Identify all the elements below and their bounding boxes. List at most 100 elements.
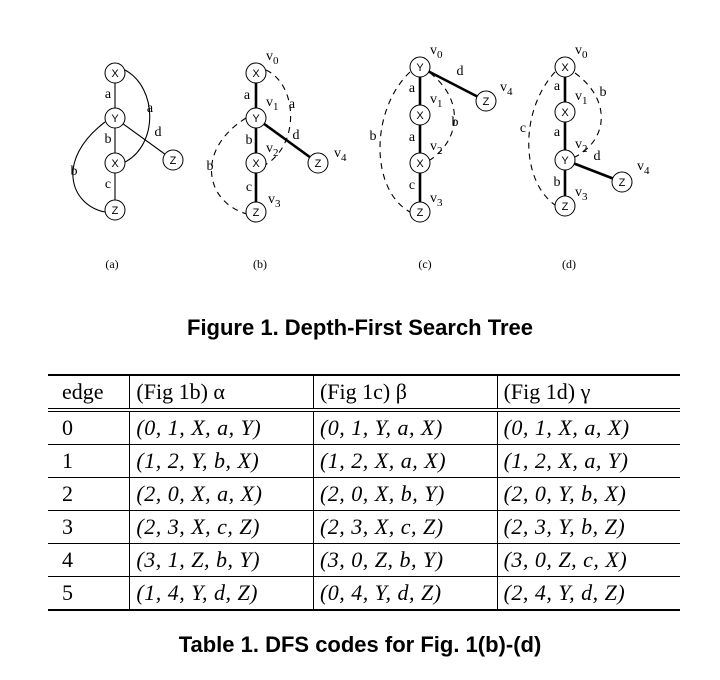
dfs-code-cell: (0, 4, Y, d, Z) xyxy=(312,576,498,610)
panel-label: (d) xyxy=(562,257,576,271)
dfs-code-cell: (2, 4, Y, d, Z) xyxy=(496,576,680,610)
figure-caption: Figure 1. Depth-First Search Tree xyxy=(187,315,533,340)
node-label: Z xyxy=(619,177,626,189)
graph-edge xyxy=(419,65,487,103)
graph-node xyxy=(104,199,126,221)
vertex-index-label: v0 xyxy=(266,49,279,67)
graph-edge xyxy=(255,116,319,165)
table-row: 3(2, 3, X, c, Z)(2, 3, X, c, Z)(2, 3, Y,… xyxy=(48,510,680,544)
edge-label: b xyxy=(105,132,112,147)
graph-node xyxy=(104,152,126,174)
graph-node xyxy=(554,101,576,123)
header-beta: (Fig 1c) β xyxy=(312,375,498,412)
graph-node xyxy=(245,107,267,129)
edge-index-cell: 5 xyxy=(62,580,73,605)
edge-label: a xyxy=(105,87,112,102)
graph-node xyxy=(104,62,126,84)
vertex-index-label: v4 xyxy=(637,159,650,177)
node-label: X xyxy=(561,62,569,74)
header-edge: edge xyxy=(48,375,130,412)
node-label: X xyxy=(111,158,119,170)
graph-node xyxy=(611,171,633,193)
graph-node xyxy=(409,104,431,126)
edge-label: c xyxy=(105,177,111,192)
dfs-code-cell: (0, 1, X, a, X) xyxy=(496,410,680,445)
dfs-code-cell: (0, 1, Y, a, X) xyxy=(312,410,498,445)
node-label: X xyxy=(252,158,260,170)
dfs-codes-table: edge (Fig 1b) α (Fig 1c) β (Fig 1d) γ 0 (… xyxy=(48,374,680,611)
edge-label: b xyxy=(207,159,214,174)
edge-index-cell: 1 xyxy=(62,448,73,473)
dfs-code-cell: (2, 0, X, b, Y) xyxy=(312,477,498,511)
vertex-index-label: v1 xyxy=(266,95,279,113)
node-label: X xyxy=(252,68,260,80)
edge-label: b xyxy=(246,133,253,148)
table-row: 5(1, 4, Y, d, Z)(0, 4, Y, d, Z)(2, 4, Y,… xyxy=(48,576,680,610)
panel-label: (b) xyxy=(253,257,267,271)
graph-node xyxy=(409,152,431,174)
table-row: 1(1, 2, Y, b, X)(1, 2, X, a, X)(1, 2, X,… xyxy=(48,444,680,478)
graph-edge xyxy=(574,72,602,158)
graph-node xyxy=(475,90,497,112)
graph-edge xyxy=(72,121,106,213)
graph-node xyxy=(245,152,267,174)
vertex-index-label: v3 xyxy=(268,192,281,210)
edge-label: d xyxy=(293,128,300,143)
node-label: X xyxy=(416,158,424,170)
dfs-figure: abcdabXYXZZ(a)abcdabXv0Yv1Xv2Zv3Zv4(b)aa… xyxy=(71,43,651,271)
edge-label: b xyxy=(370,129,377,144)
node-label: Z xyxy=(112,205,119,217)
node-label: Z xyxy=(483,96,490,108)
edge-label: b xyxy=(452,115,459,130)
vertex-index-label: v4 xyxy=(500,80,513,98)
graph-edge xyxy=(264,69,292,166)
edge-label: a xyxy=(409,130,416,145)
edge-label: c xyxy=(246,180,252,195)
edge-label: a xyxy=(244,88,251,103)
edge-label: a xyxy=(554,125,561,140)
node-label: Y xyxy=(252,113,260,125)
graph-node xyxy=(554,195,576,217)
edge-label: a xyxy=(554,79,561,94)
dfs-code-cell: (3, 0, Z, c, X) xyxy=(496,543,680,577)
node-label: Z xyxy=(170,155,177,167)
dfs-code-cell: (2, 0, X, a, X) xyxy=(129,477,314,511)
edge-label: a xyxy=(409,81,416,96)
edge-index-cell: 0 xyxy=(62,415,73,440)
edge-label: b xyxy=(554,175,561,190)
graph-node xyxy=(104,107,126,129)
edge-label: d xyxy=(457,64,464,79)
vertex-index-label: v2 xyxy=(430,139,443,157)
vertex-index-label: v1 xyxy=(430,92,443,110)
table-header-row: edge (Fig 1b) α (Fig 1c) β (Fig 1d) γ xyxy=(48,375,680,412)
graph-node xyxy=(554,56,576,78)
dfs-code-cell: (2, 3, Y, b, Z) xyxy=(496,510,680,544)
node-label: Y xyxy=(561,155,569,167)
dfs-code-cell: (1, 2, X, a, X) xyxy=(312,444,498,478)
header-alpha: (Fig 1b) α xyxy=(129,375,314,412)
node-label: Y xyxy=(416,62,424,74)
graph-edge xyxy=(210,117,248,215)
edge-label: c xyxy=(409,178,415,193)
table-row: 0 (0, 1, X, a, Y)(0, 1, Y, a, X)(0, 1, X,… xyxy=(48,410,680,445)
dfs-code-cell: (1, 2, Y, b, X) xyxy=(129,444,314,478)
graph-edge xyxy=(528,71,556,206)
dfs-code-cell: (2, 0, Y, b, X) xyxy=(496,477,680,511)
graph-node xyxy=(245,201,267,223)
node-label: X xyxy=(561,107,569,119)
panel-label: (c) xyxy=(418,257,431,271)
graph-node xyxy=(245,62,267,84)
edge-label: a xyxy=(147,101,154,116)
edge-label: a xyxy=(289,97,296,112)
node-label: Z xyxy=(315,158,322,170)
graph-edge xyxy=(379,71,411,213)
edge-index-cell: 4 xyxy=(62,547,73,572)
dfs-code-cell: (0, 1, X, a, Y) xyxy=(129,410,314,445)
graph-node xyxy=(162,149,184,171)
node-label: Z xyxy=(253,207,260,219)
edge-label: d xyxy=(155,125,162,140)
vertex-index-label: v4 xyxy=(334,146,347,164)
node-label: X xyxy=(416,110,424,122)
